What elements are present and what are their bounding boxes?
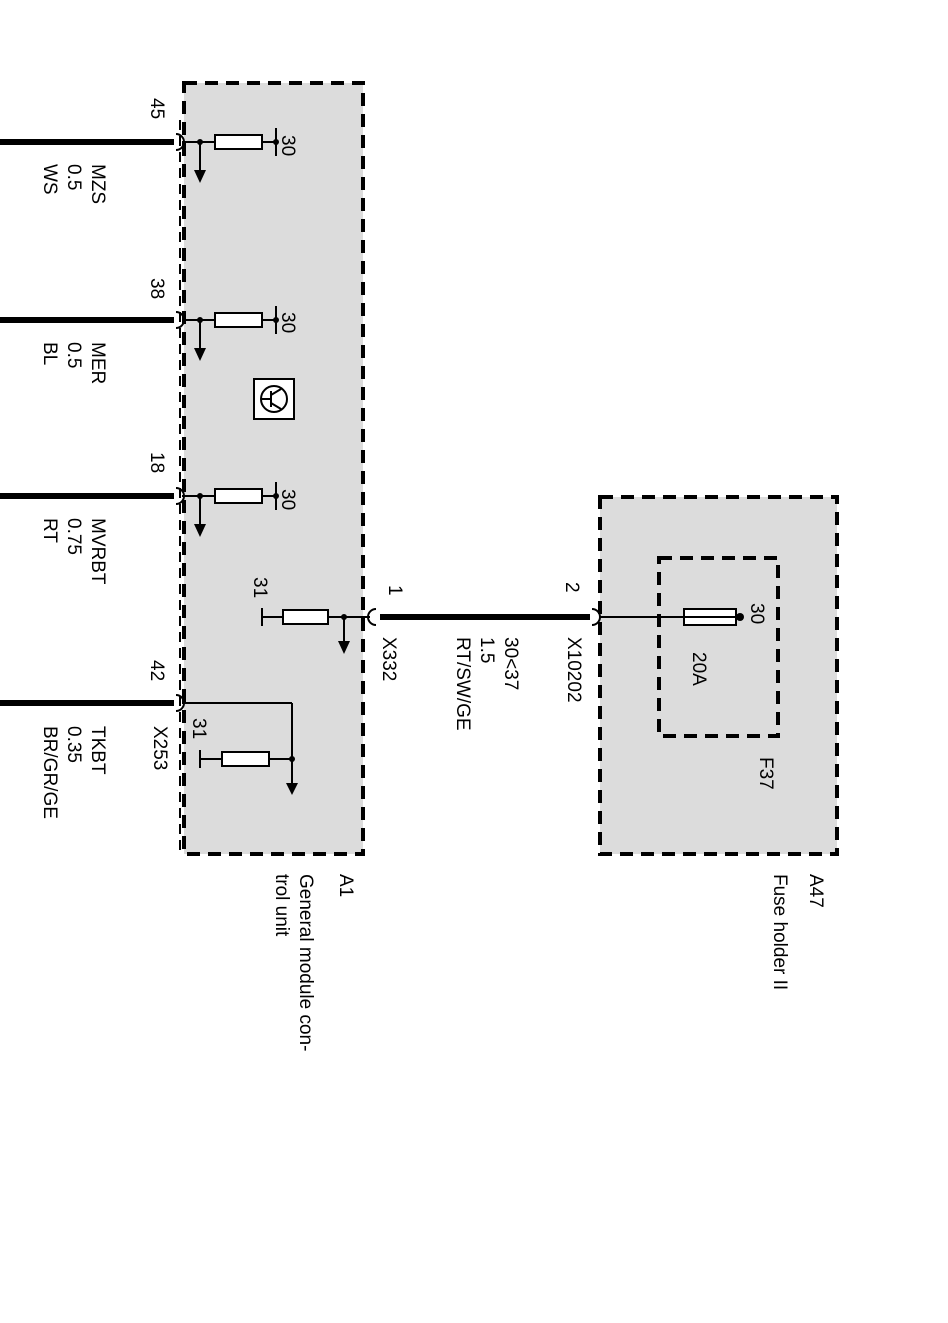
connector-x10202-label: X10202	[563, 637, 584, 703]
wire-mzs-color: WS	[39, 164, 60, 195]
a47-id-label: A47	[805, 874, 826, 908]
pin-2-label: 2	[561, 582, 582, 593]
a47-fuse-holder-box	[598, 495, 839, 856]
wire-mvrbt-signal: MVRBT	[87, 518, 108, 585]
wire-mvrbt-size: 0.75	[63, 518, 84, 555]
pin-1-label: 1	[384, 585, 405, 596]
terminal-30-label: 30	[277, 489, 298, 510]
ground-arrow-icon	[194, 348, 206, 361]
ground-arrow-icon	[338, 641, 350, 654]
wire-mer-size: 0.5	[63, 342, 84, 368]
terminal-30-label: 30	[277, 312, 298, 333]
fuse-terminal-30-label: 30	[746, 603, 767, 624]
labels: 45 38 18 42 1 2 30 30 30 31 31 MZS 0.5 W…	[39, 98, 826, 1051]
resistor-icon	[214, 134, 263, 150]
wire-mer-signal: MER	[87, 342, 108, 384]
wire-supply-color: RT/SW/GE	[452, 637, 473, 731]
a1-module-box	[182, 81, 365, 856]
pin45-circuit	[182, 128, 279, 183]
ground-arrow-icon	[194, 524, 206, 537]
pin42-circuit	[182, 702, 298, 795]
terminal-30-label: 30	[277, 135, 298, 156]
ground-arrow-icon	[286, 783, 298, 795]
wire-tkbt-size: 0.35	[63, 726, 84, 763]
transistor-symbol-icon	[253, 378, 295, 420]
resistor-icon	[221, 751, 270, 767]
pin1-circuit	[261, 608, 370, 654]
fuse-id-label: F37	[755, 757, 776, 790]
wire-mer-color: BL	[39, 342, 60, 365]
f37-fuse-box	[657, 556, 780, 738]
pin-38-label: 38	[146, 278, 167, 299]
a1-name-line2: trol unit	[271, 874, 292, 937]
pin18-circuit	[182, 482, 279, 537]
resistor-icon	[214, 312, 263, 328]
a1-name-line1: General module con-	[295, 874, 316, 1051]
connector-x332-label: X332	[378, 637, 399, 681]
terminal-31-label: 31	[249, 577, 270, 598]
pin-42-label: 42	[146, 660, 167, 681]
resistor-icon	[214, 488, 263, 504]
wire-tkbt-color: BR/GR/GE	[39, 726, 60, 819]
wire-supply-signal: 30<37	[500, 637, 521, 690]
wire-supply-size: 1.5	[476, 637, 497, 663]
terminal-31-label: 31	[188, 718, 209, 739]
pin-45-label: 45	[146, 98, 167, 119]
connector-x253-label: X253	[149, 726, 170, 770]
fuse-rating-label: 20A	[688, 652, 709, 686]
resistor-icon	[282, 609, 329, 625]
wire-mvrbt-color: RT	[39, 518, 60, 543]
wire-mzs-signal: MZS	[87, 164, 108, 204]
fuse-icon	[600, 608, 744, 626]
pin38-circuit	[182, 306, 279, 361]
wire-tkbt-signal: TKBT	[87, 726, 108, 775]
a1-id-label: A1	[335, 874, 356, 897]
wire-mzs-size: 0.5	[63, 164, 84, 190]
pin-18-label: 18	[146, 452, 167, 473]
a47-name-label: Fuse holder II	[769, 874, 790, 990]
ground-arrow-icon	[194, 170, 206, 183]
